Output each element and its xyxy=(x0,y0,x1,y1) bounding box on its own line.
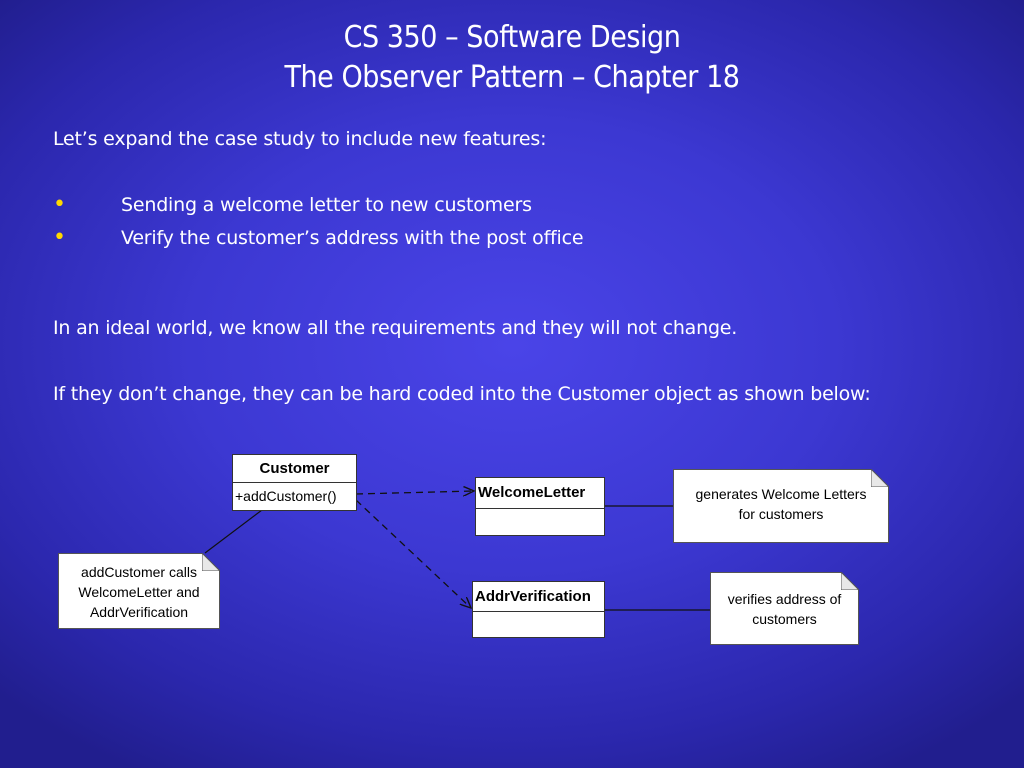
slide-title: CS 350 – Software Design The Observer Pa… xyxy=(51,18,973,98)
note-line: WelcomeLetter and xyxy=(78,584,200,600)
note-fold-icon xyxy=(841,572,859,590)
customer-class: Customer +addCustomer() xyxy=(232,454,357,511)
bullet-text: Verify the customer’s address with the p… xyxy=(121,227,584,249)
addr-verification-class-name: AddrVerification xyxy=(473,582,604,612)
note-line: for customers xyxy=(738,506,824,522)
note-addr-verification: verifies address of customers xyxy=(710,572,859,645)
dependency-arrow-addr xyxy=(355,499,471,608)
addr-verification-class: AddrVerification xyxy=(472,581,605,638)
welcome-letter-class-name: WelcomeLetter xyxy=(476,478,604,509)
welcome-letter-class: WelcomeLetter xyxy=(475,477,605,536)
note-line: customers xyxy=(752,611,817,627)
title-line-1: CS 350 – Software Design xyxy=(343,20,681,55)
note-link-customer xyxy=(204,509,263,554)
note-line: AddrVerification xyxy=(89,604,189,620)
intro-text: Let’s expand the case study to include n… xyxy=(53,128,547,150)
paragraph-requirements: In an ideal world, we know all the requi… xyxy=(53,317,738,339)
bullet-text: Sending a welcome letter to new customer… xyxy=(121,194,532,216)
note-line: generates Welcome Letters xyxy=(695,486,867,502)
bullet-dot-icon: • xyxy=(53,192,66,217)
note-fold-icon xyxy=(202,553,220,571)
customer-class-name: Customer xyxy=(233,455,356,483)
bullet-dot-icon: • xyxy=(53,225,66,250)
dependency-arrow-welcome xyxy=(355,491,474,494)
note-fold-icon xyxy=(871,469,889,487)
note-customer: addCustomer calls WelcomeLetter and Addr… xyxy=(58,553,220,629)
title-line-2: The Observer Pattern – Chapter 18 xyxy=(284,60,740,95)
paragraph-hard-coded: If they don’t change, they can be hard c… xyxy=(53,383,871,405)
note-welcome-letter: generates Welcome Letters for customers xyxy=(673,469,889,543)
customer-operation: +addCustomer() xyxy=(235,488,337,504)
note-line: addCustomer calls xyxy=(81,564,197,580)
note-line: verifies address of xyxy=(727,591,842,607)
